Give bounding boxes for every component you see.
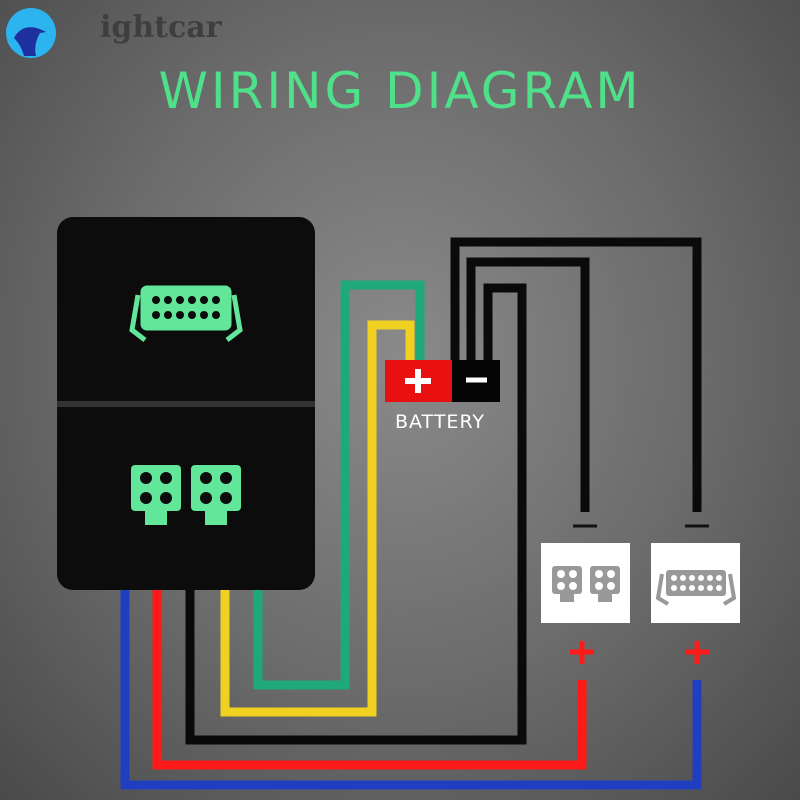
wire-yellow: [220, 320, 415, 717]
work-lights-load: [541, 524, 630, 664]
wire-red: [152, 590, 587, 770]
watermark-text: ightcar: [100, 10, 222, 45]
page-title: WIRING DIAGRAM: [158, 62, 642, 120]
light-bar-icon: [129, 285, 243, 342]
rocker-switch: [57, 217, 315, 590]
work-lights-icon: [131, 465, 241, 525]
battery: [385, 360, 500, 402]
wire-black-switch: [185, 283, 527, 745]
wire-blue: [120, 590, 702, 790]
wire-black-lightbar: [450, 237, 702, 512]
battery-label: BATTERY: [395, 411, 486, 433]
wire-black-worklights: [466, 257, 590, 512]
light-bar-load: [651, 524, 740, 664]
wire-green: [253, 280, 425, 690]
brand-logo: [6, 8, 56, 58]
